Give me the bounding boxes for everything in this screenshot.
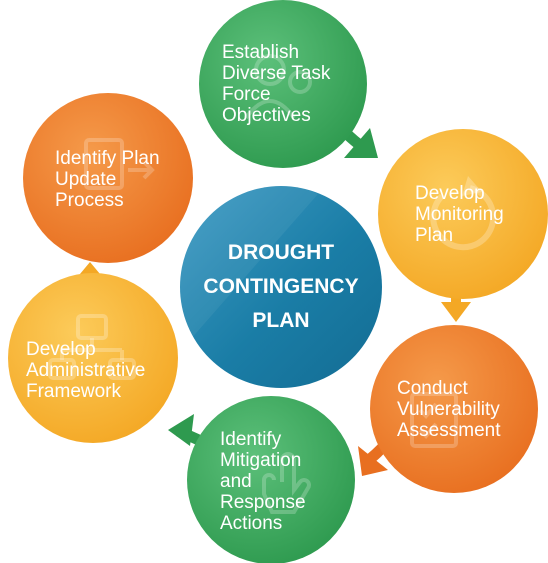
center-circle <box>180 186 382 388</box>
step-4-line-3: and <box>220 471 252 492</box>
step-4-line-1: Identify <box>220 429 282 450</box>
step-6-line-1: Identify Plan <box>55 148 160 169</box>
step-circle-6 <box>23 93 193 263</box>
step-circle-4 <box>187 396 355 563</box>
step-circle-3 <box>370 325 538 493</box>
center-title: DROUGHT CONTINGENCY PLAN <box>184 236 378 338</box>
step-1-line-3: Force <box>222 84 271 105</box>
step-circle-1 <box>199 0 367 168</box>
center-highlight <box>173 184 318 340</box>
step-3-line-3: Assessment <box>397 420 501 441</box>
step-label-1: Establish Diverse Task Force Objectives <box>222 42 330 126</box>
step-circle-2 <box>378 129 548 299</box>
step-5-line-3: Framework <box>26 381 122 402</box>
step-circle-5 <box>8 273 178 443</box>
center-title-line-2: CONTINGENCY <box>203 275 359 298</box>
document-arrow-icon <box>84 138 155 190</box>
step-label-5: Develop Administrative Framework <box>26 339 145 402</box>
step-label-6: Identify Plan Update Process <box>55 148 160 211</box>
step-6-line-2: Update <box>55 169 117 190</box>
step-1-line-1: Establish <box>222 42 300 63</box>
step-3-line-1: Conduct <box>397 378 468 399</box>
step-1-line-4: Objectives <box>222 105 311 126</box>
step-3-line-2: Vulnerability <box>397 399 500 420</box>
step-label-3: Conduct Vulnerability Assessment <box>397 378 500 441</box>
step-4-line-2: Mitigation <box>220 450 302 471</box>
step-4-line-5: Actions <box>220 513 283 534</box>
step-1-line-2: Diverse Task <box>222 63 331 84</box>
step-6-line-3: Process <box>55 190 124 211</box>
checklist-icon <box>410 392 458 448</box>
center-title-line-1: DROUGHT <box>227 241 335 264</box>
step-4-line-4: Response <box>220 492 306 513</box>
refresh-icon <box>430 176 497 251</box>
step-5-line-1: Develop <box>26 339 96 360</box>
hand-pointer-icon <box>262 452 311 514</box>
step-2-line-3: Plan <box>415 225 454 246</box>
step-2-line-2: Monitoring <box>415 204 504 225</box>
org-chart-icon <box>48 314 136 380</box>
step-label-2: Develop Monitoring Plan <box>415 183 504 246</box>
step-2-line-1: Develop <box>415 183 485 204</box>
people-icon <box>244 54 312 120</box>
step-label-4: Identify Mitigation and Response Actions <box>220 429 306 534</box>
center-title-line-3: PLAN <box>252 309 310 332</box>
step-5-line-2: Administrative <box>26 360 146 381</box>
